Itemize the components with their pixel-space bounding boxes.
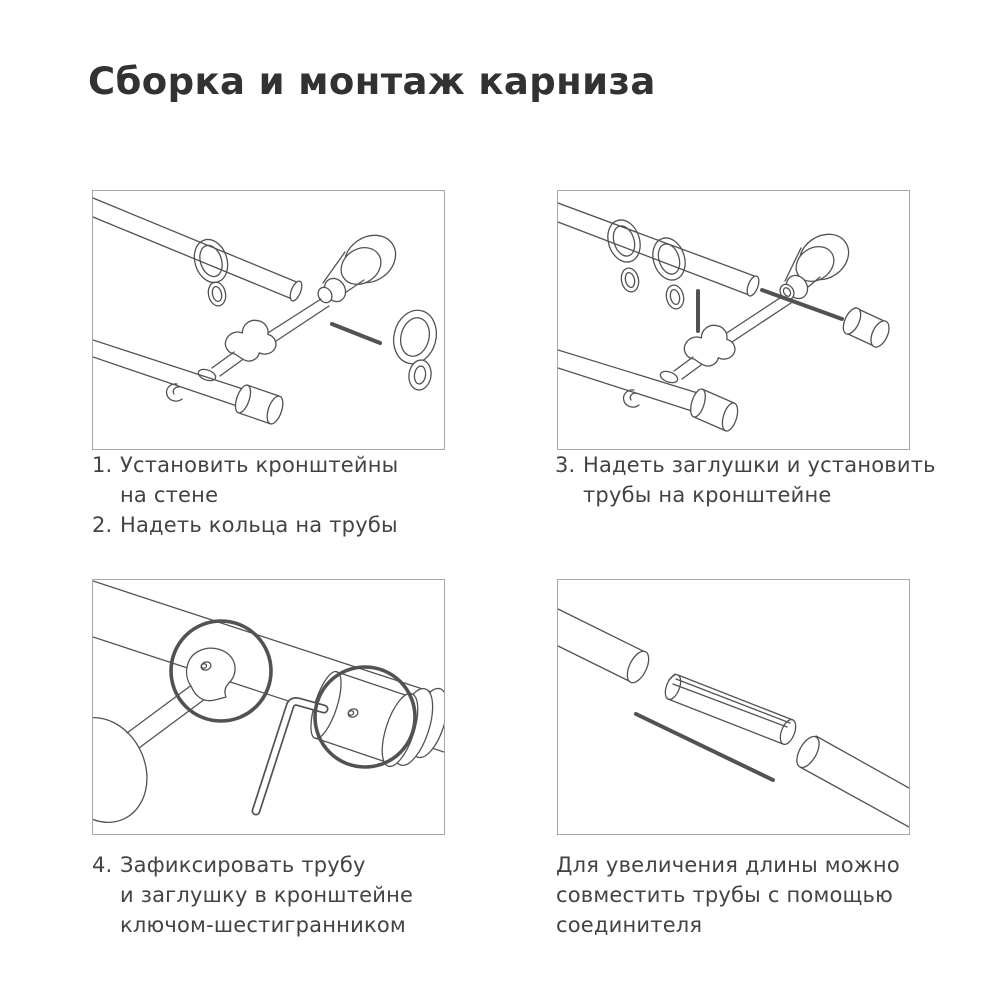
caption-line: 2. Надеть кольца на трубы xyxy=(92,510,398,540)
down-arrow-icon xyxy=(696,289,700,333)
double-holder xyxy=(683,324,736,367)
slide-together-arrow-icon xyxy=(634,712,775,782)
illustration-hex-key-fixing xyxy=(93,580,444,824)
rod-holder-hook xyxy=(165,383,183,402)
connector-sleeve xyxy=(664,673,797,746)
tube-right xyxy=(796,735,909,828)
illustration-brackets-and-rings xyxy=(93,197,438,425)
figure-step-3 xyxy=(557,190,910,450)
curtain-ring xyxy=(193,238,229,307)
note-text: Для увеличения длины можно совместить тр… xyxy=(556,853,900,937)
caption-line: 4. Зафиксировать трубу и заглушку в крон… xyxy=(92,850,413,940)
page-title: Сборка и монтаж карниза xyxy=(88,60,656,103)
tube-left xyxy=(558,608,650,684)
caption-line: 3. Надеть заглушки и установить трубы на… xyxy=(555,450,936,510)
caption-step-1-2: 1. Установить кронштейны на стене 2. Над… xyxy=(92,450,398,540)
rod-holder-hook xyxy=(622,389,640,408)
curtain-ring xyxy=(607,219,641,293)
figure-step-1-2 xyxy=(92,190,445,450)
cap-insert-arrow-icon xyxy=(760,288,844,321)
lower-rod xyxy=(93,339,247,408)
end-cap xyxy=(690,388,739,432)
step-text: Установить кронштейны на стене xyxy=(120,453,399,507)
step-text: Надеть заглушки и установить трубы на кр… xyxy=(583,453,936,507)
end-cap-closeup xyxy=(310,670,444,768)
step-text: Зафиксировать трубу и заглушку в кронште… xyxy=(120,853,414,937)
insert-arrow-icon xyxy=(330,322,382,345)
highlight-circle-icon xyxy=(313,665,417,769)
double-holder xyxy=(224,319,277,362)
stem-to-lower-rod xyxy=(659,356,702,384)
figure-step-4 xyxy=(92,579,445,835)
step-number: 1. xyxy=(92,453,113,477)
wall-bracket xyxy=(779,233,850,301)
loose-end-cap xyxy=(842,307,890,348)
illustration-tube-connector xyxy=(558,608,909,828)
illustration-caps-and-mounting xyxy=(558,202,890,432)
end-cap xyxy=(234,384,284,425)
step-number: 2. xyxy=(92,513,113,537)
spare-ring xyxy=(392,309,438,391)
step-number: 4. xyxy=(92,853,113,877)
step-text: Надеть кольца на трубы xyxy=(120,513,398,537)
bracket-stem xyxy=(718,295,792,347)
lower-rod xyxy=(558,349,702,413)
holder-plate xyxy=(185,647,236,702)
caption-step-4: 4. Зафиксировать трубу и заглушку в крон… xyxy=(92,850,413,940)
bracket-wall-cup xyxy=(93,683,206,824)
curtain-ring xyxy=(652,237,686,310)
figure-connector xyxy=(557,579,910,835)
caption-connector-note: Для увеличения длины можно совместить тр… xyxy=(556,850,900,940)
stem-to-lower-rod xyxy=(197,351,243,382)
caption-step-3: 3. Надеть заглушки и установить трубы на… xyxy=(555,450,936,510)
step-number: 3. xyxy=(555,453,576,477)
caption-line: Для увеличения длины можно совместить тр… xyxy=(556,850,900,940)
bracket-stem xyxy=(259,298,330,348)
upper-rod xyxy=(93,197,303,302)
highlight-circle-icon xyxy=(169,619,273,723)
caption-line: 1. Установить кронштейны на стене xyxy=(92,450,398,510)
wall-bracket xyxy=(317,234,397,304)
hex-key-icon xyxy=(251,697,329,816)
